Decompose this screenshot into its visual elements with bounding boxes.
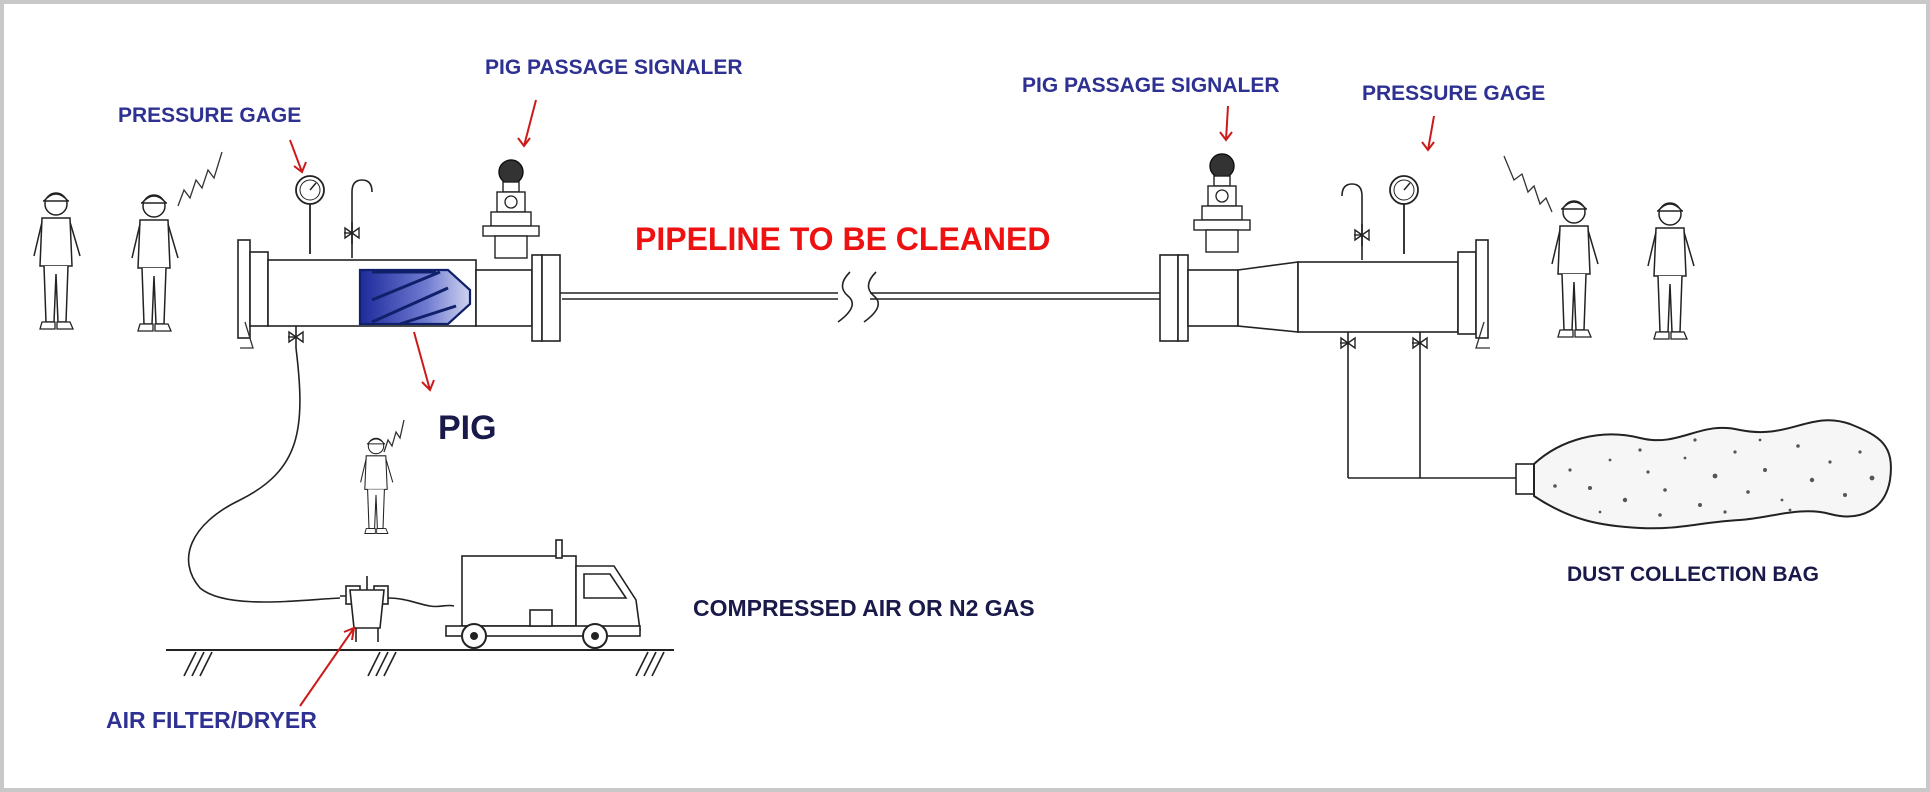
label-air-filter-dryer: AIR FILTER/DRYER (106, 707, 317, 733)
left-vent-valve (343, 179, 373, 258)
arrow-air-filter (299, 626, 356, 707)
pig (358, 268, 472, 326)
drain-lines (1347, 354, 1518, 479)
label-pig-signaler-left: PIG PASSAGE SIGNALER (485, 56, 743, 79)
pig-receiver (1159, 239, 1490, 349)
label-pressure-gage-left: PRESSURE GAGE (118, 104, 301, 127)
arrow-pressure-gage-left (289, 139, 307, 174)
ground-line (166, 649, 674, 677)
arrow-pressure-gage-right (1421, 115, 1435, 152)
arrow-signaler-left (517, 99, 537, 148)
label-pig: PIG (438, 409, 497, 447)
label-compressed-air: COMPRESSED AIR OR N2 GAS (693, 595, 1035, 621)
label-pig-signaler-right: PIG PASSAGE SIGNALER (1022, 74, 1280, 97)
label-dust-collection-bag: DUST COLLECTION BAG (1567, 563, 1819, 586)
air-supply-hose (187, 347, 455, 608)
air-filter-dryer (340, 576, 389, 642)
dust-collection-bag (1515, 419, 1892, 530)
label-pipeline-title: PIPELINE TO BE CLEANED (635, 221, 1050, 257)
worker-left-2 (131, 151, 223, 332)
right-vent-valve (1341, 183, 1370, 260)
worker-right-1 (1503, 155, 1599, 338)
compressor-truck (445, 539, 641, 649)
arrow-pig (413, 331, 435, 392)
arrow-signaler-right (1219, 105, 1233, 142)
pipeline (560, 271, 1160, 323)
worker-supply (360, 419, 405, 535)
label-pressure-gage-right: PRESSURE GAGE (1362, 82, 1545, 105)
